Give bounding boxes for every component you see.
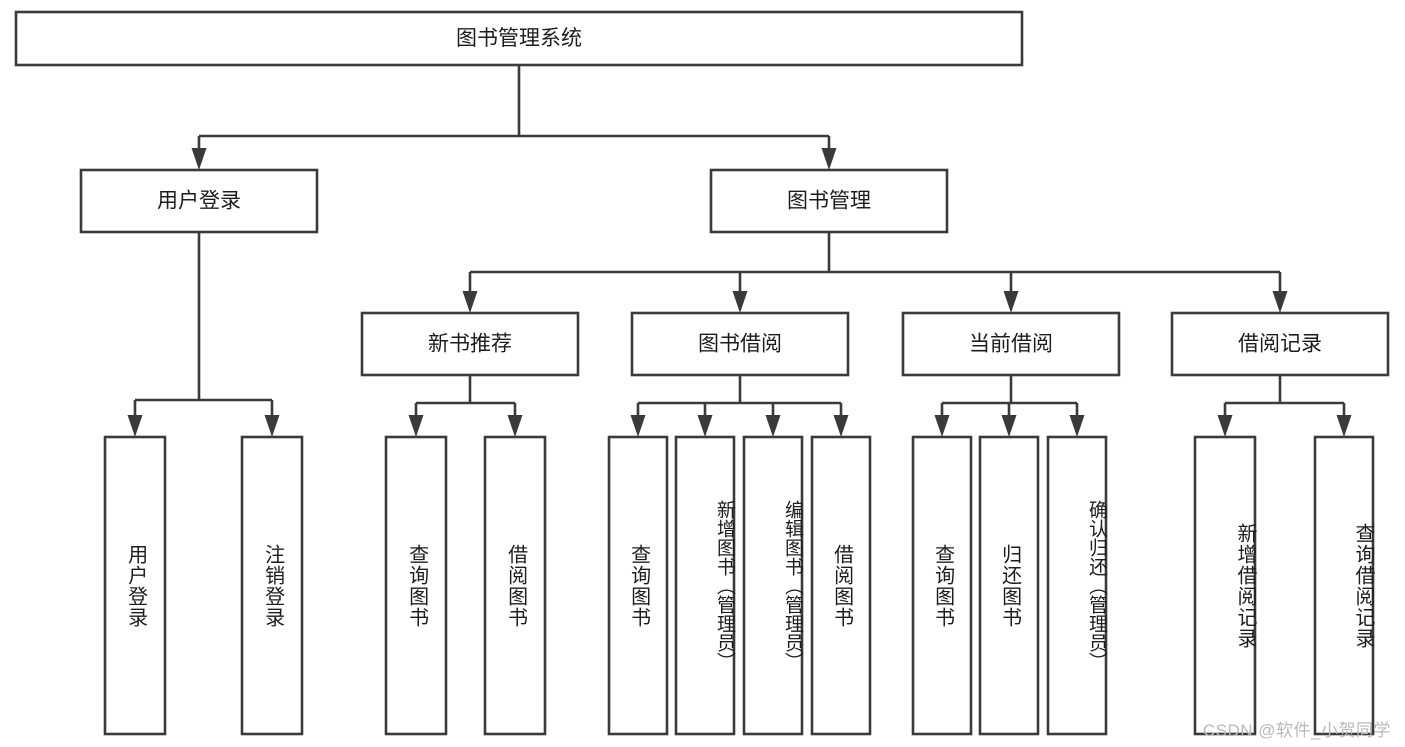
- node-box-current-borrow[interactable]: [901, 311, 1121, 377]
- arrow-head-icon: [821, 148, 837, 170]
- node-label-book-manage: 图书管理: [787, 190, 871, 213]
- node-box-leaf-query-book-2[interactable]: [607, 435, 669, 736]
- arrow-head-icon: [191, 148, 207, 170]
- node-box-leaf-confirm-return[interactable]: [1046, 435, 1108, 736]
- node-box-leaf-query-book-1[interactable]: [384, 435, 448, 736]
- connector-group: [1217, 375, 1352, 437]
- connector-group: [630, 375, 849, 437]
- node-box-leaf-user-login[interactable]: [103, 435, 167, 736]
- connector-group: [127, 232, 280, 437]
- arrow-head-icon: [127, 415, 143, 437]
- node-label-user-login: 用户登录: [157, 190, 241, 213]
- arrow-head-icon: [833, 415, 849, 437]
- arrow-head-icon: [507, 415, 523, 437]
- arrow-head-icon: [1001, 415, 1017, 437]
- node-box-leaf-query-record[interactable]: [1313, 435, 1375, 736]
- node-label-new-book-rec: 新书推荐: [428, 333, 512, 356]
- node-box-root[interactable]: [14, 10, 1024, 67]
- node-box-book-borrow[interactable]: [630, 311, 850, 377]
- node-box-leaf-edit-book[interactable]: [742, 435, 804, 736]
- node-label-current-borrow: 当前借阅: [969, 333, 1053, 356]
- arrow-head-icon: [934, 415, 950, 437]
- connector-group: [462, 232, 1288, 313]
- node-box-user-login[interactable]: [79, 168, 319, 234]
- node-box-leaf-add-book[interactable]: [674, 435, 736, 736]
- arrow-head-icon: [408, 415, 424, 437]
- node-box-leaf-add-record[interactable]: [1193, 435, 1257, 736]
- watermark: CSDN @软件_小贺同学: [1202, 721, 1391, 740]
- arrow-head-icon: [1069, 415, 1085, 437]
- connector-group: [408, 375, 523, 437]
- arrow-head-icon: [264, 415, 280, 437]
- connector-group: [934, 375, 1085, 437]
- node-box-book-manage[interactable]: [709, 168, 949, 234]
- node-box-leaf-borrow-book-2[interactable]: [810, 435, 872, 736]
- arrow-head-icon: [462, 291, 478, 313]
- node-box-leaf-return-book[interactable]: [978, 435, 1040, 736]
- arrow-head-icon: [765, 415, 781, 437]
- node-box-new-book-rec[interactable]: [360, 311, 580, 377]
- node-box-borrow-record[interactable]: [1170, 311, 1390, 377]
- arrow-head-icon: [1003, 291, 1019, 313]
- connector-layer: [127, 65, 1352, 437]
- node-box-leaf-borrow-book-1[interactable]: [483, 435, 547, 736]
- node-box-leaf-query-book-3[interactable]: [911, 435, 973, 736]
- arrow-head-icon: [697, 415, 713, 437]
- node-label-borrow-record: 借阅记录: [1238, 333, 1322, 356]
- node-label-book-borrow: 图书借阅: [698, 333, 782, 356]
- arrow-head-icon: [1272, 291, 1288, 313]
- node-box-leaf-logout[interactable]: [240, 435, 304, 736]
- arrow-head-icon: [630, 415, 646, 437]
- arrow-head-icon: [732, 291, 748, 313]
- arrow-head-icon: [1217, 415, 1233, 437]
- node-box-layer: [14, 10, 1390, 736]
- arrow-head-icon: [1336, 415, 1352, 437]
- connector-group: [191, 65, 837, 170]
- node-label-root: 图书管理系统: [456, 27, 582, 50]
